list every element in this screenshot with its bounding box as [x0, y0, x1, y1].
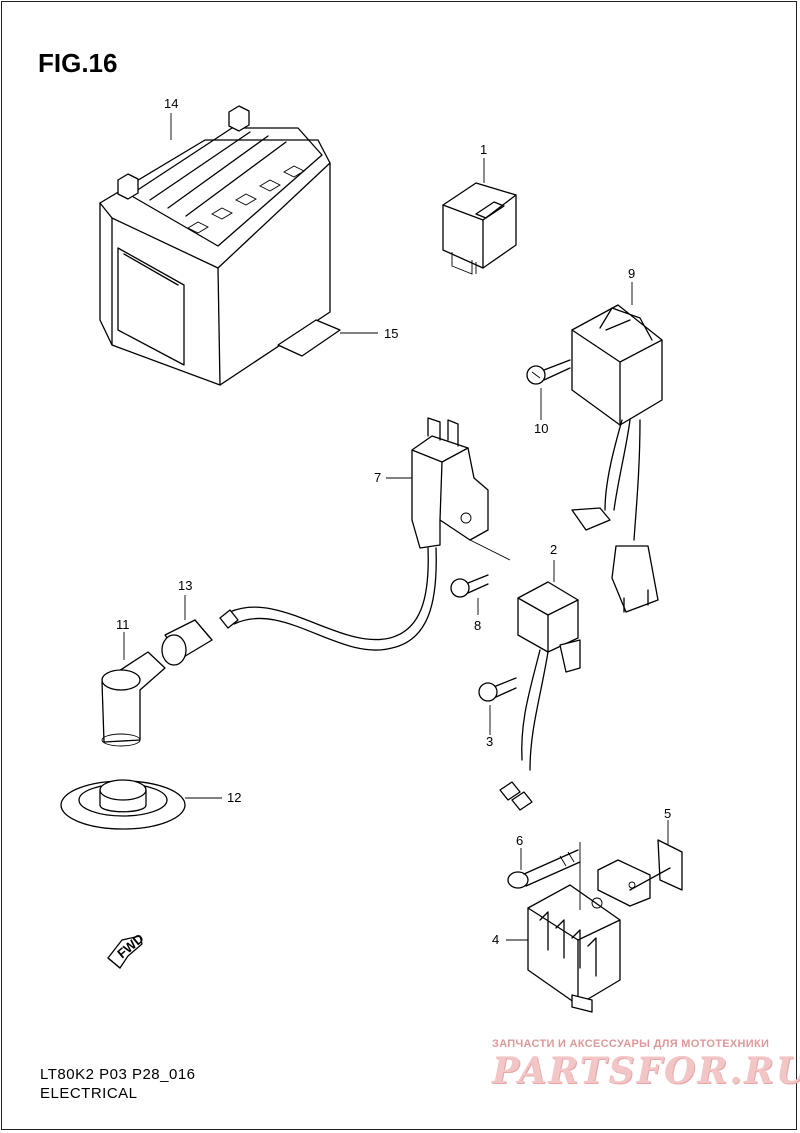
- callout-9: 9: [628, 266, 635, 281]
- screw-part-10[interactable]: [526, 359, 571, 385]
- spark-plug-cap-part-13[interactable]: [161, 619, 213, 666]
- forward-direction-arrow-icon: FWD: [107, 931, 147, 969]
- battery-pad-part[interactable]: [277, 319, 341, 357]
- callout-1: 1: [480, 142, 487, 157]
- callout-5: 5: [664, 806, 671, 821]
- starter-relay-part[interactable]: [442, 182, 517, 275]
- ignition-coil-part[interactable]: [219, 417, 489, 651]
- spark-plug-cap-part-11[interactable]: [101, 651, 166, 747]
- grommet-part[interactable]: [60, 779, 186, 830]
- callout-12: 12: [227, 790, 241, 805]
- watermark-logo: PARTSFOR.RU: [492, 1050, 800, 1092]
- screw-part-3[interactable]: [478, 677, 517, 702]
- model-code: LT80K2 P03 P28_016: [40, 1066, 196, 1083]
- bracket-part[interactable]: [597, 839, 683, 907]
- callout-11: 11: [116, 617, 130, 632]
- callout-6: 6: [516, 833, 523, 848]
- watermark-caption: ЗАПЧАСТИ И АКСЕССУАРЫ ДЛЯ МОТОТЕХНИКИ: [492, 1038, 770, 1050]
- callout-2: 2: [550, 542, 557, 557]
- callout-7: 7: [374, 470, 381, 485]
- callout-15: 15: [384, 326, 398, 341]
- screw-part-8[interactable]: [450, 574, 489, 598]
- figure-title: FIG.16: [38, 48, 118, 78]
- fwd-label: FWD: [114, 931, 146, 962]
- callout-8: 8: [474, 618, 481, 633]
- cdi-unit-part[interactable]: [571, 304, 663, 613]
- callout-4: 4: [492, 932, 499, 947]
- condenser-part[interactable]: [499, 581, 581, 811]
- battery-part[interactable]: [99, 105, 331, 386]
- regulator-rectifier-part[interactable]: [527, 884, 621, 1013]
- section-title: ELECTRICAL: [40, 1085, 138, 1102]
- callout-3: 3: [486, 734, 493, 749]
- callout-14: 14: [164, 96, 178, 111]
- callout-10: 10: [534, 421, 548, 436]
- callout-13: 13: [178, 578, 192, 593]
- bolt-part[interactable]: [507, 849, 581, 889]
